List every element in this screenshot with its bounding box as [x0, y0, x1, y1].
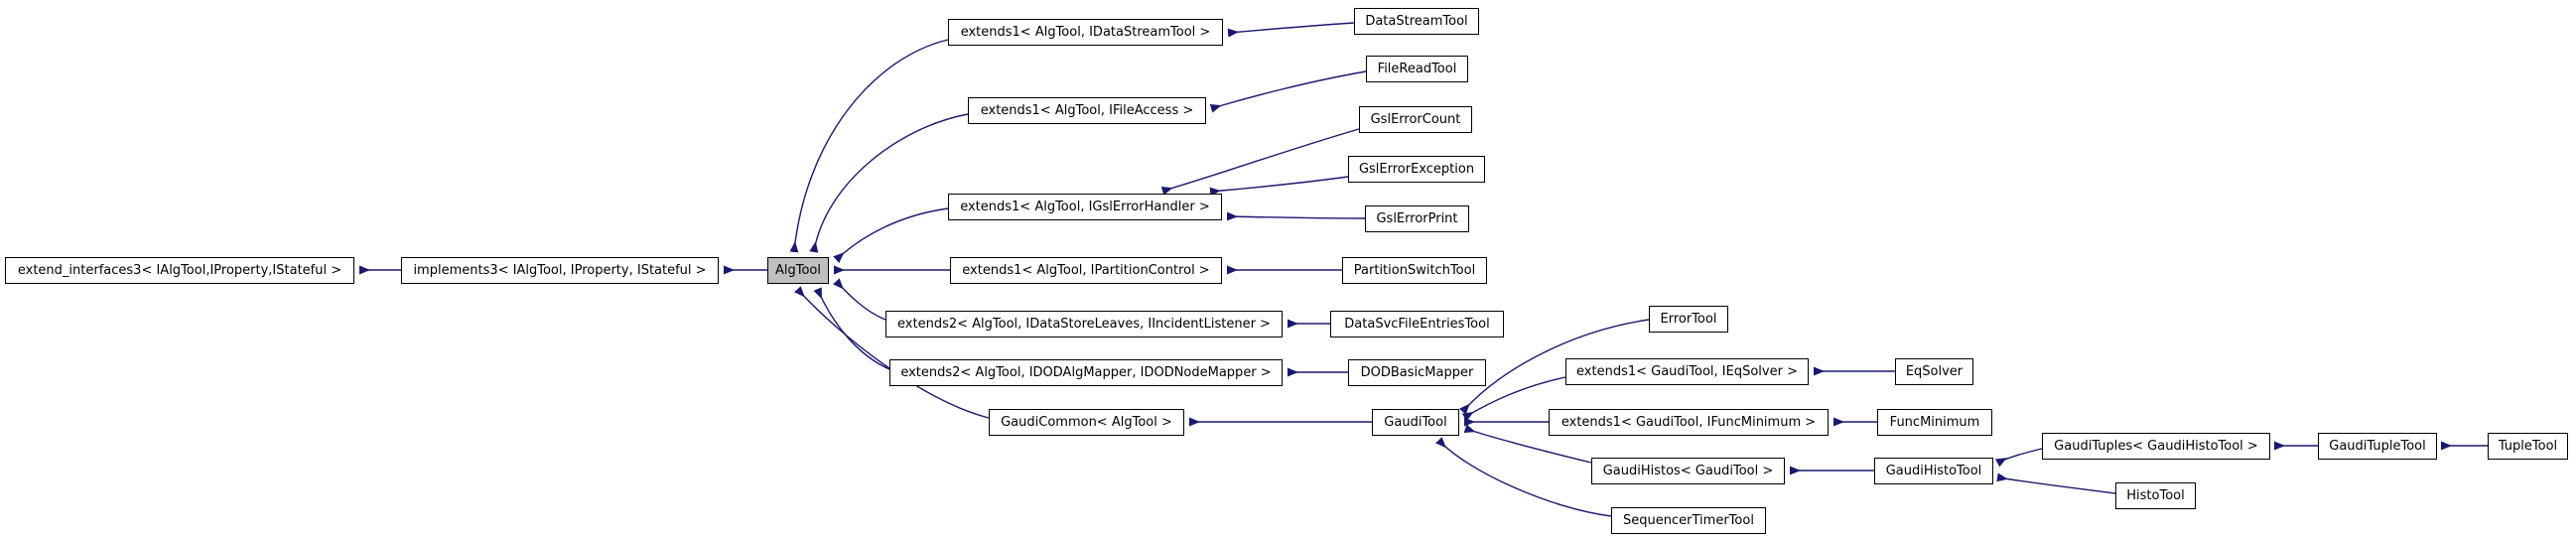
node-funcminimum[interactable]: FuncMinimum	[1877, 409, 1992, 436]
edge-gslerrorprint-to-ext1-gslerror	[1226, 211, 1366, 221]
node-partitionswitch[interactable]: PartitionSwitchTool	[1342, 257, 1487, 284]
node-ext1-partition[interactable]: extends1< AlgTool, IPartitionControl >	[950, 257, 1222, 284]
edge-gslerrorexception-to-ext1-gslerror	[1209, 176, 1349, 197]
node-tupletool[interactable]: TupleTool	[2488, 433, 2568, 460]
node-gauditool[interactable]: GaudiTool	[1372, 409, 1459, 436]
edge-histotool-to-gaudihistotool	[1996, 472, 2116, 494]
edge-filereadtool-to-ext1-fileaccess	[1209, 70, 1367, 113]
edge-gaudihistos-to-gauditool	[1463, 424, 1592, 464]
node-dodbasicmapper[interactable]: DODBasicMapper	[1348, 359, 1486, 386]
node-ext1-fileaccess[interactable]: extends1< AlgTool, IFileAccess >	[968, 97, 1206, 124]
node-implements3[interactable]: implements3< IAlgTool, IProperty, IState…	[401, 257, 719, 284]
edge-ext2-datastore-to-algtool	[833, 278, 886, 321]
node-filereadtool[interactable]: FileReadTool	[1366, 56, 1468, 82]
edge-ext1-fileaccess-to-algtool	[809, 113, 969, 253]
edge-ext1-gslerror-to-algtool	[833, 207, 949, 263]
edge-ext2-dod-to-algtool	[813, 287, 890, 370]
node-algtool[interactable]: AlgTool	[767, 257, 829, 284]
node-ext2-dod[interactable]: extends2< AlgTool, IDODAlgMapper, IDODNo…	[889, 359, 1283, 386]
edge-gslerrorcount-to-ext1-gslerror	[1160, 128, 1360, 196]
edge-errortool-to-gauditool	[1458, 319, 1650, 415]
edge-sequencertimertool-to-gauditool	[1435, 437, 1612, 517]
node-gauditupletool[interactable]: GaudiTupleTool	[2318, 433, 2437, 460]
edge-gaudituples-to-gaudihistotool	[1994, 448, 2043, 468]
node-eqsolver[interactable]: EqSolver	[1895, 358, 1973, 385]
node-datasvcfileentries[interactable]: DataSvcFileEntriesTool	[1330, 311, 1504, 338]
node-gslerrorprint[interactable]: GslErrorPrint	[1365, 205, 1469, 232]
node-ext1-ifuncminimum[interactable]: extends1< GaudiTool, IFuncMinimum >	[1549, 409, 1829, 436]
node-gaudituples[interactable]: GaudiTuples< GaudiHistoTool >	[2042, 433, 2270, 460]
node-gaudihistotool[interactable]: GaudiHistoTool	[1874, 458, 1993, 484]
node-ext2-datastore[interactable]: extends2< AlgTool, IDataStoreLeaves, IIn…	[885, 311, 1283, 338]
node-extend-interfaces3[interactable]: extend_interfaces3< IAlgTool,IProperty,I…	[5, 257, 354, 284]
node-gaudihistos[interactable]: GaudiHistos< GaudiTool >	[1591, 458, 1785, 484]
node-ext1-gslerror[interactable]: extends1< AlgTool, IGslErrorHandler >	[948, 194, 1222, 220]
edge-ext1-datastream-to-algtool	[789, 39, 949, 253]
edge-datastreamtool-to-ext1-datastream	[1227, 22, 1355, 38]
node-sequencertimertool[interactable]: SequencerTimerTool	[1611, 507, 1766, 534]
edge-ext1-ieqsolver-to-gauditool	[1461, 376, 1566, 422]
node-ext1-ieqsolver[interactable]: extends1< GaudiTool, IEqSolver >	[1565, 358, 1809, 385]
edge-gaudicommon-to-algtool	[794, 286, 990, 419]
node-gslerrorcount[interactable]: GslErrorCount	[1359, 106, 1472, 133]
node-gaudicommon[interactable]: GaudiCommon< AlgTool >	[989, 409, 1184, 436]
node-gslerrorexception[interactable]: GslErrorException	[1348, 156, 1485, 183]
node-histotool[interactable]: HistoTool	[2115, 482, 2196, 509]
node-datastreamtool[interactable]: DataStreamTool	[1354, 8, 1479, 35]
node-errortool[interactable]: ErrorTool	[1649, 306, 1728, 333]
node-ext1-datastream[interactable]: extends1< AlgTool, IDataStreamTool >	[948, 19, 1223, 46]
